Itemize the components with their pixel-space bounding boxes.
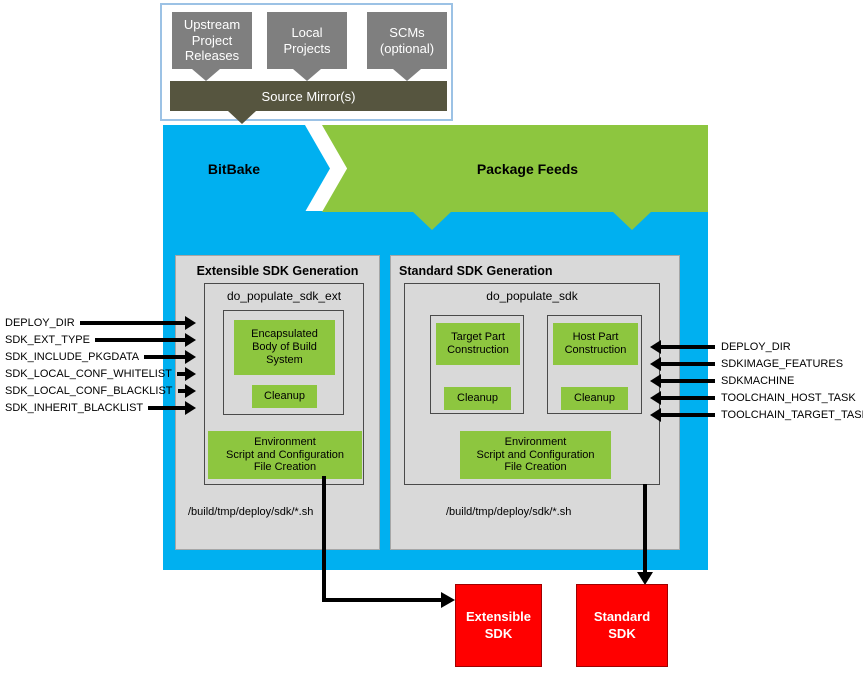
ext-environment-script-box: Environment Script and Configuration Fil…	[208, 431, 362, 479]
var-label-sdkimage-features: SDKIMAGE_FEATURES	[721, 358, 844, 370]
encapsulated-body-box: Encapsulated Body of Build System	[234, 320, 335, 375]
standard-panel-title: Standard SDK Generation	[399, 264, 553, 278]
arrow-right-icon	[185, 350, 196, 364]
std-environment-script-box: Environment Script and Configuration Fil…	[460, 431, 611, 479]
var-label-sdk-local-conf-whitelist: SDK_LOCAL_CONF_WHITELIST	[5, 368, 172, 380]
package-feeds-label: Package Feeds	[476, 160, 579, 177]
arrow-line	[661, 413, 715, 417]
arrow-right-icon	[185, 316, 196, 330]
local-projects-box: Local Projects	[267, 12, 347, 69]
bitbake-label: BitBake	[207, 161, 261, 177]
package-feeds-banner: Package Feeds	[322, 125, 708, 212]
var-label-sdk-include-pkgdata: SDK_INCLUDE_PKGDATA	[5, 351, 140, 363]
arrow-line	[94, 338, 185, 342]
arrow-left-icon	[650, 408, 661, 422]
arrow-left-icon	[650, 391, 661, 405]
upstream-tail-icon	[192, 69, 220, 81]
var-row-toolchain-host-task: TOOLCHAIN_HOST_TASK	[650, 391, 856, 405]
std-output-arrowhead-icon	[637, 572, 653, 585]
ext-build-group-box: Encapsulated Body of Build System Cleanu…	[223, 310, 344, 415]
ext-output-arrow-vertical	[322, 476, 326, 602]
arrow-line	[176, 372, 185, 376]
arrow-right-icon	[185, 384, 196, 398]
extensible-sdk-panel: Extensible SDK Generation do_populate_sd…	[175, 255, 380, 550]
ext-output-arrowhead-icon	[441, 592, 455, 608]
ext-cleanup-box: Cleanup	[252, 385, 317, 408]
scms-tail-icon	[393, 69, 421, 81]
arrow-line	[144, 355, 185, 359]
arrow-left-icon	[650, 357, 661, 371]
do-populate-sdk-ext-box: do_populate_sdk_ext Encapsulated Body of…	[204, 283, 364, 485]
var-label-sdkmachine: SDKMACHINE	[721, 375, 795, 387]
var-label-sdk-local-conf-blacklist: SDK_LOCAL_CONF_BLACKLIST	[5, 385, 173, 397]
do-populate-sdk-label: do_populate_sdk	[486, 289, 578, 303]
var-label-toolchain-target-task: TOOLCHAIN_TARGET_TASK	[721, 409, 863, 421]
local-tail-icon	[293, 69, 321, 81]
arrow-right-icon	[185, 401, 196, 415]
do-populate-sdk-ext-label: do_populate_sdk_ext	[226, 289, 342, 303]
var-row-sdk-local-conf-whitelist: SDK_LOCAL_CONF_WHITELIST	[5, 367, 196, 381]
var-row-toolchain-target-task: TOOLCHAIN_TARGET_TASK	[650, 408, 863, 422]
target-part-group-box: Target Part Construction Cleanup	[430, 315, 524, 414]
var-label-sdk-ext-type: SDK_EXT_TYPE	[5, 334, 90, 346]
var-label-toolchain-host-task: TOOLCHAIN_HOST_TASK	[721, 392, 856, 404]
var-label-deploy-dir-right: DEPLOY_DIR	[721, 341, 791, 353]
var-label-sdk-inherit-blacklist: SDK_INHERIT_BLACKLIST	[5, 402, 144, 414]
var-row-sdkimage-features: SDKIMAGE_FEATURES	[650, 357, 843, 371]
arrow-line	[177, 389, 185, 393]
target-cleanup-box: Cleanup	[444, 387, 511, 410]
standard-sdk-output-box: Standard SDK	[576, 584, 668, 667]
do-populate-sdk-box: do_populate_sdk Target Part Construction…	[404, 283, 660, 485]
std-output-arrow-vertical	[643, 484, 647, 574]
ext-sdk-output-path: /build/tmp/deploy/sdk/*.sh	[188, 506, 314, 518]
extensible-panel-title: Extensible SDK Generation	[196, 264, 359, 278]
host-part-box: Host Part Construction	[553, 323, 638, 365]
source-inputs-group: Upstream Project Releases Local Projects…	[160, 3, 453, 124]
arrow-line	[148, 406, 185, 410]
arrow-line	[661, 362, 715, 366]
arrow-line	[661, 379, 715, 383]
arrow-right-icon	[185, 367, 196, 381]
var-row-sdk-ext-type: SDK_EXT_TYPE	[5, 333, 196, 347]
arrow-left-icon	[650, 340, 661, 354]
target-part-box: Target Part Construction	[436, 323, 520, 365]
host-cleanup-box: Cleanup	[561, 387, 628, 410]
arrow-right-icon	[185, 333, 196, 347]
source-mirrors-tail-icon	[228, 111, 256, 124]
arrow-left-icon	[650, 374, 661, 388]
var-row-deploy-dir-right: DEPLOY_DIR	[650, 340, 791, 354]
standard-sdk-panel: Standard SDK Generation do_populate_sdk …	[390, 255, 680, 550]
var-label-deploy-dir: DEPLOY_DIR	[5, 317, 75, 329]
ext-output-arrow-horizontal	[322, 598, 443, 602]
source-mirrors-bar: Source Mirror(s)	[170, 81, 447, 111]
host-part-group-box: Host Part Construction Cleanup	[547, 315, 642, 414]
var-row-sdk-include-pkgdata: SDK_INCLUDE_PKGDATA	[5, 350, 196, 364]
var-row-sdkmachine: SDKMACHINE	[650, 374, 794, 388]
upstream-releases-box: Upstream Project Releases	[172, 12, 252, 69]
scms-box: SCMs (optional)	[367, 12, 447, 69]
extensible-sdk-output-box: Extensible SDK	[455, 584, 542, 667]
arrow-line	[79, 321, 185, 325]
std-sdk-output-path: /build/tmp/deploy/sdk/*.sh	[446, 506, 572, 518]
var-row-sdk-inherit-blacklist: SDK_INHERIT_BLACKLIST	[5, 401, 196, 415]
arrow-line	[661, 345, 715, 349]
var-row-deploy-dir-left: DEPLOY_DIR	[5, 316, 196, 330]
arrow-line	[661, 396, 715, 400]
var-row-sdk-local-conf-blacklist: SDK_LOCAL_CONF_BLACKLIST	[5, 384, 196, 398]
bitbake-header-shape	[163, 125, 330, 212]
